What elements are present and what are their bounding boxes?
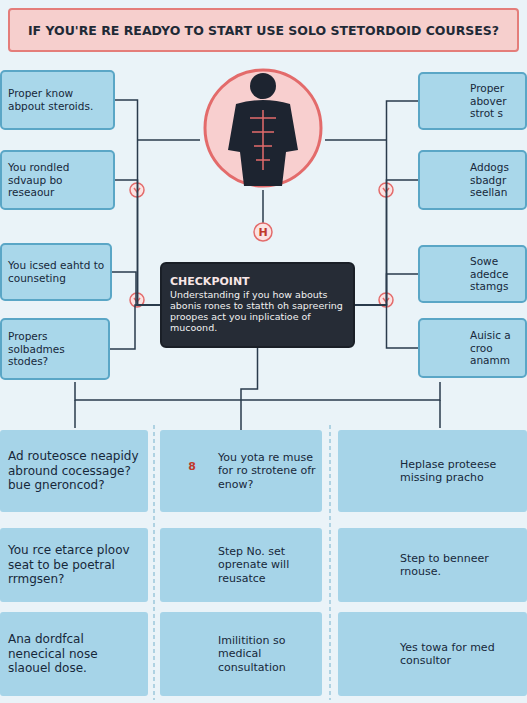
figure-torso [228, 100, 298, 186]
node-text: You rondled sdvaup bo reseaour [8, 161, 108, 199]
wire [325, 139, 386, 141]
grid-cell: You rce etarce ploov seat to be poetral … [0, 528, 148, 602]
marker-circle [254, 223, 272, 241]
connector-line [115, 180, 160, 305]
grid-cell: Step to benneer rnouse. [338, 528, 527, 602]
title-banner: IF YOU'RE RE READYO TO START USE SOLO ST… [8, 8, 519, 52]
separator [153, 425, 155, 700]
node-text: Heplase proteese missing pracho [400, 458, 521, 484]
checkpoint-box: CHECKPOINTUnderstanding if you how about… [160, 262, 355, 348]
node-text: Sowe adedce stamgs [470, 255, 520, 293]
node-text: You yota re muse for ro strotene ofr eno… [218, 451, 316, 491]
node-text: Auisic a croo anamm [470, 329, 520, 367]
node-text: Proper know abpout steroids. [8, 87, 108, 112]
side-box: Addogs sbadgr seellan [418, 150, 527, 210]
node-text: Addogs sbadgr seellan [470, 161, 520, 199]
side-box: Propers solbadmes stodes? [0, 318, 110, 380]
figure-head [250, 73, 276, 99]
side-box: Proper know abpout steroids. [0, 70, 115, 130]
figure-muscles [250, 110, 276, 170]
side-box: Sowe adedce stamgs [418, 245, 527, 303]
connector-line [115, 100, 160, 305]
node-text: Propers solbadmes stodes? [8, 330, 103, 368]
separator [329, 425, 331, 700]
grid-cell: Heplase proteese missing pracho [338, 430, 527, 512]
wire [439, 400, 441, 428]
connector-line [241, 348, 258, 430]
grid-cell: Ana dordfcal nenecical nose slaouel dose… [0, 612, 148, 696]
marker-label: H [258, 226, 267, 239]
node-text: You icsed eahtd to counseting [8, 259, 105, 284]
grid-cell: Imilitition so medical consultation [160, 612, 322, 696]
node-text: Step to benneer rnouse. [400, 552, 521, 578]
connector-line [355, 274, 418, 305]
connector-line [112, 272, 160, 305]
side-box: Proper abover strot s [418, 72, 527, 130]
grid-cell: Ad routeosce neapidy abround cocessage? … [0, 430, 148, 512]
node-text: Yes towa for med consultor [400, 641, 521, 667]
connector-line [355, 180, 418, 305]
node-text: Ad routeosce neapidy abround cocessage? … [8, 449, 142, 492]
side-box: Auisic a croo anamm [418, 318, 527, 378]
connector-line [110, 305, 160, 349]
node-text: You rce etarce ploov seat to be poetral … [8, 543, 142, 586]
column-separators [154, 425, 330, 700]
node-text: Step No. set oprenate will reusatce [218, 545, 316, 585]
grid-cell: Yes towa for med consultor [338, 612, 527, 696]
connector-line [355, 101, 418, 305]
side-box: You rondled sdvaup bo reseaour [0, 150, 115, 210]
node-text: Ana dordfcal nenecical nose slaouel dose… [8, 632, 142, 675]
node-text: Understanding if you how abouts abonis r… [170, 290, 345, 334]
node-text: Imilitition so medical consultation [218, 634, 316, 674]
node-text: Proper abover strot s [470, 82, 520, 120]
marker-label: 8 [188, 460, 196, 473]
wire [137, 139, 200, 141]
connector-line [355, 305, 418, 348]
side-box: You icsed eahtd to counseting [0, 243, 112, 301]
node-text: CHECKPOINT [170, 276, 345, 289]
figure-illustration [205, 70, 321, 186]
grid-cell: Step No. set oprenate will reusatce [160, 528, 322, 602]
wire [74, 400, 76, 428]
figure-ring [205, 70, 321, 186]
grid-cell: You yota re muse for ro strotene ofr eno… [160, 430, 322, 512]
